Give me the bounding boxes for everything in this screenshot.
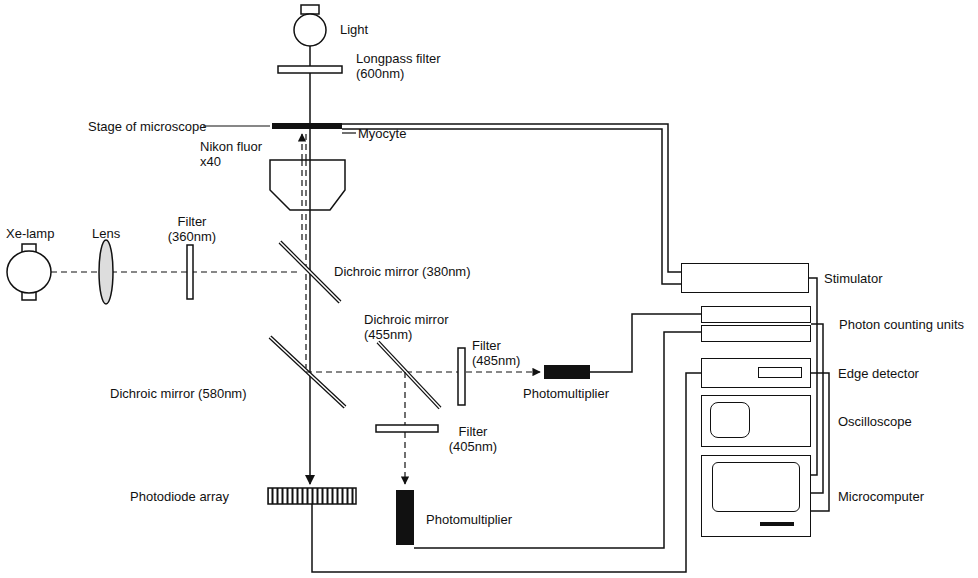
stage-leader	[203, 125, 270, 126]
filter-405	[376, 425, 438, 432]
xe-lamp	[7, 251, 51, 293]
longpass-filter	[278, 66, 342, 73]
signal-cable	[811, 324, 823, 493]
myocyte-leader	[342, 132, 356, 133]
part-label: Filter (485nm)	[472, 338, 536, 368]
instrument-box: Microcomputer	[701, 455, 811, 537]
part-label: Lens	[92, 226, 120, 241]
light-bulb	[294, 14, 326, 46]
emission-beam	[306, 371, 540, 372]
instrument-label: Microcomputer	[838, 489, 924, 504]
instrument-box: Stimulator	[681, 263, 809, 293]
signal-cable	[811, 373, 829, 511]
part-label: Dichroic mirror (380nm)	[334, 264, 471, 279]
part-label: Stage of microscope	[88, 119, 207, 134]
instrument-box: Photon counting units	[701, 306, 811, 342]
part-label: Nikon fluor x40	[200, 139, 268, 169]
part-label: Photomultiplier	[523, 386, 609, 401]
instrument-label: Stimulator	[824, 271, 883, 286]
part-label: Myocyte	[358, 126, 406, 141]
filter-360	[187, 245, 193, 299]
panel-detail	[758, 367, 802, 378]
filter-485	[458, 348, 465, 405]
objective-lens	[270, 160, 345, 210]
microscope-stage	[272, 123, 342, 129]
panel-detail	[710, 402, 750, 438]
part-label: Filter (405nm)	[443, 424, 503, 454]
dichroic-mirror-455	[378, 342, 440, 408]
part-label: Dichroic mirror (580nm)	[110, 386, 247, 401]
part-label: Xe-lamp	[6, 226, 54, 241]
instrument-label: Edge detector	[838, 366, 919, 381]
dichroic-mirror-380	[280, 242, 340, 302]
panel-detail	[701, 325, 811, 342]
signal-wires	[312, 124, 701, 572]
panel-detail	[760, 522, 794, 526]
lamp-cap	[301, 5, 319, 14]
panel-detail	[701, 306, 811, 323]
part-label: Photodiode array	[130, 489, 229, 504]
panel-detail	[712, 462, 800, 512]
part-label: Photomultiplier	[426, 512, 512, 527]
part-label: Filter (360nm)	[160, 214, 224, 244]
instrument-label: Oscilloscope	[838, 414, 912, 429]
part-label: Light	[340, 22, 368, 37]
light-path	[309, 46, 311, 484]
part-label: Dichroic mirror (455nm)	[364, 312, 464, 342]
photomultiplier	[396, 490, 414, 545]
excitation-beam	[51, 271, 300, 272]
instrument-box: Edge detector	[701, 358, 811, 388]
photomultiplier	[544, 365, 590, 379]
lens	[99, 240, 113, 304]
part-label: Longpass filter (600nm)	[356, 51, 466, 81]
instrument-label: Photon counting units	[839, 317, 969, 332]
instrument-box: Oscilloscope	[701, 395, 811, 447]
photodiode-array	[268, 488, 356, 504]
